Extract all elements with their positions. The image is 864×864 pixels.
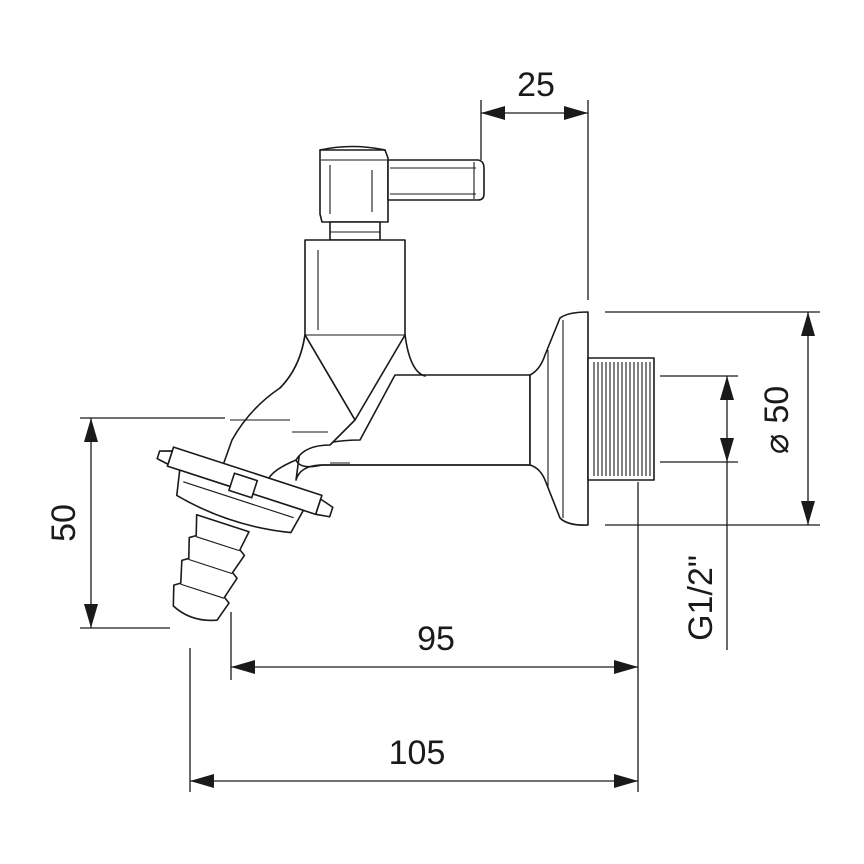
spout <box>221 334 531 481</box>
wall-flange <box>529 311 589 526</box>
diameter-label: ⌀ 50 <box>758 386 796 454</box>
handle-cap <box>319 145 389 223</box>
lever-handle <box>387 159 485 201</box>
tap-body <box>156 145 655 622</box>
dimension-label-thread: G1/2" <box>682 555 720 641</box>
dimension-overall-length: 105 <box>189 648 638 792</box>
dimension-label-flange-diameter: 50 <box>758 386 796 424</box>
dimension-label-length-to-hose: 95 <box>417 620 455 658</box>
hose-coupling <box>156 446 334 534</box>
dimension-flange-diameter: ⌀ 50 <box>605 311 820 526</box>
thread-lines <box>593 362 651 476</box>
valve-housing <box>304 239 406 421</box>
dimension-label-outlet-height: 50 <box>45 504 83 542</box>
thread-connector <box>587 357 655 481</box>
dimension-label-overall-length: 105 <box>389 734 446 772</box>
dimension-label-handle-offset: 25 <box>517 66 555 104</box>
dimension-handle-offset: 25 <box>480 66 589 300</box>
svg-text:⌀50: ⌀ 50 <box>758 386 796 454</box>
diameter-symbol: ⌀ <box>758 434 796 454</box>
dimension-thread: G1/2" <box>660 375 738 650</box>
dimension-lines: 25 50 ⌀ 50 <box>45 66 820 792</box>
dimension-length-to-hose: 95 <box>230 482 639 792</box>
hose-barb <box>172 513 250 622</box>
stem <box>329 221 381 241</box>
dimension-outlet-height: 50 <box>45 417 225 629</box>
